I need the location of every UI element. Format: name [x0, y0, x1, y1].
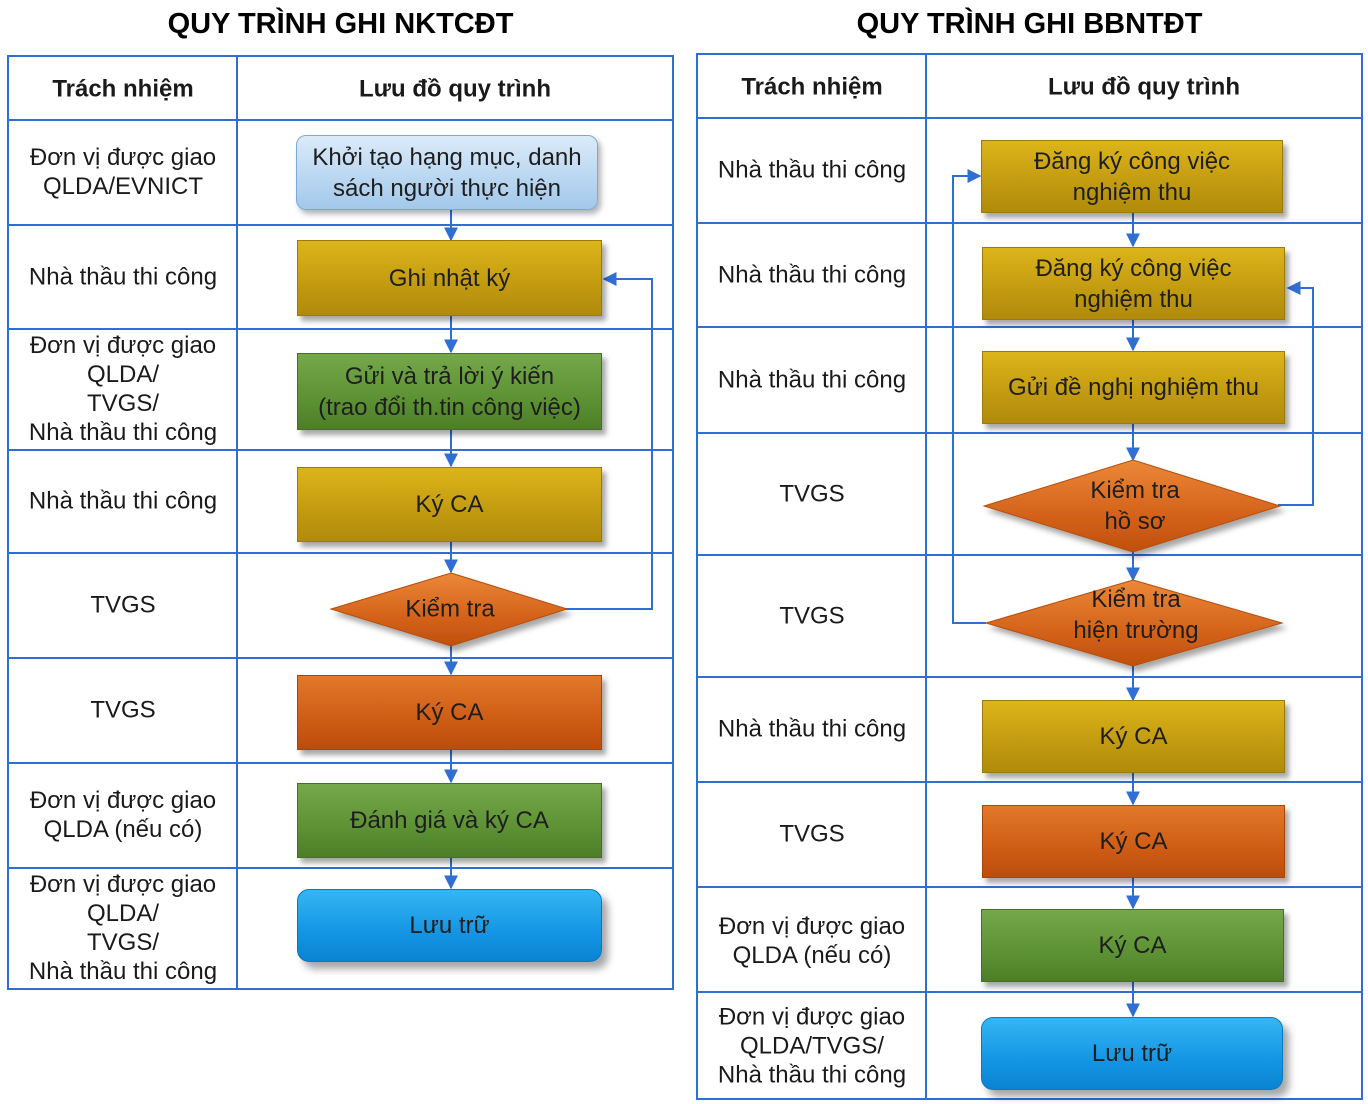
left-header-flow: Lưu đồ quy trình	[358, 75, 552, 103]
right-role: Nhà thầu thi công	[717, 261, 907, 289]
right-header-flow: Lưu đồ quy trình	[1047, 73, 1241, 101]
right-diamond-kiem-tra-hien-truong	[984, 579, 1284, 667]
left-step-gui-tra-loi: Gửi và trả lời ý kiến (trao đổi th.tin c…	[297, 353, 602, 430]
right-step-dang-ky-2: Đăng ký công việc nghiệm thu	[982, 247, 1285, 320]
right-role: Nhà thầu thi công	[717, 366, 907, 394]
right-step-gui-de-nghi: Gửi đề nghị nghiệm thu	[982, 351, 1285, 424]
left-role: Đơn vị được giao QLDA/ TVGS/ Nhà thầu th…	[28, 332, 218, 446]
right-diamond-kiem-tra-ho-so	[982, 459, 1282, 553]
left-role: Đơn vị được giao QLDA/ TVGS/ Nhà thầu th…	[28, 871, 218, 985]
left-header-responsibility: Trách nhiệm	[52, 75, 194, 103]
left-step-ky-ca-nha-thau: Ký CA	[297, 467, 602, 542]
left-role: Nhà thầu thi công	[28, 263, 218, 291]
right-role: Đơn vị được giao QLDA/TVGS/ Nhà thầu thi…	[717, 1003, 907, 1089]
left-step-ky-ca-tvgs: Ký CA	[297, 675, 602, 750]
right-role: TVGS	[779, 480, 845, 508]
right-role: TVGS	[779, 820, 845, 848]
left-step-kiem-tra: Kiểm tra	[405, 595, 495, 623]
left-diamond-kiem-tra	[329, 572, 569, 647]
right-step-luu-tru: Lưu trữ	[981, 1017, 1283, 1090]
right-step-dang-ky-1: Đăng ký công việc nghiệm thu	[981, 140, 1283, 213]
right-table-grid	[696, 53, 1363, 1100]
right-step-kiem-tra-ho-so: Kiểm tra hồ sơ	[1090, 477, 1180, 535]
left-role: TVGS	[90, 696, 156, 724]
left-role: Đơn vị được giao QLDA/EVNICT	[29, 144, 217, 200]
right-role: Đơn vị được giao QLDA (nếu có)	[718, 913, 906, 969]
left-role: Nhà thầu thi công	[28, 487, 218, 515]
left-step-ghi-nhat-ky: Ghi nhật ký	[297, 240, 602, 316]
right-arrows	[952, 169, 1314, 1018]
right-step-ky-ca-nha-thau: Ký CA	[982, 700, 1285, 773]
left-title: QUY TRÌNH GHI NKTCĐT	[167, 8, 514, 40]
right-step-ky-ca-qlda: Ký CA	[981, 909, 1284, 982]
left-arrows	[444, 210, 653, 890]
left-step-luu-tru: Lưu trữ	[297, 889, 602, 962]
right-step-ky-ca-tvgs: Ký CA	[982, 805, 1285, 878]
left-step-danh-gia: Đánh giá và ký CA	[297, 783, 602, 858]
right-title: QUY TRÌNH GHI BBNTĐT	[856, 8, 1203, 40]
left-role: TVGS	[90, 591, 156, 619]
right-role: TVGS	[779, 602, 845, 630]
right-role: Nhà thầu thi công	[717, 715, 907, 743]
left-table-grid	[7, 55, 674, 990]
left-step-khoi-tao: Khởi tạo hạng mục, danh sách người thực …	[296, 135, 598, 210]
left-role: Đơn vị được giao QLDA (nếu có)	[29, 787, 217, 843]
right-step-kiem-tra-hien-truong: Kiểm tra hiện trường	[1073, 586, 1199, 644]
right-role: Nhà thầu thi công	[717, 156, 907, 184]
right-header-responsibility: Trách nhiệm	[741, 73, 883, 101]
